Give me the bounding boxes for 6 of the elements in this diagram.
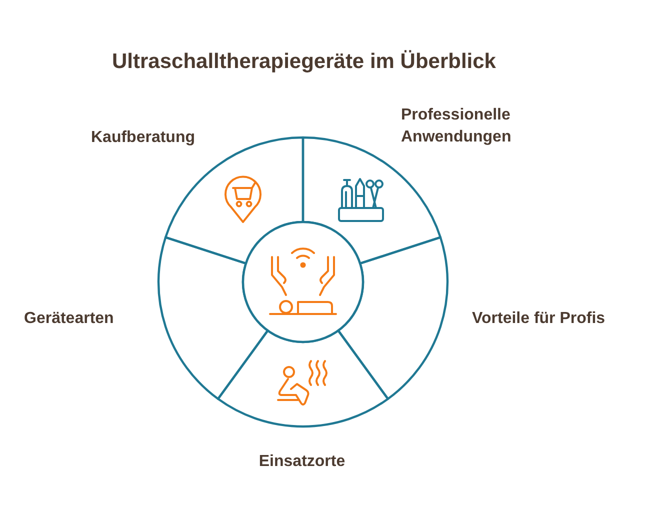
segment-label: Vorteile für Profis (472, 309, 606, 330)
segment-label: Kaufberatung (91, 128, 195, 148)
segment-label: Gerätearten (24, 309, 114, 330)
segment-label: Einsatzorte (258, 452, 346, 472)
diagram-title: Ultraschalltherapiegeräte im Überblick (112, 50, 496, 74)
segment-label: Professionelle Anwendungen (401, 105, 512, 147)
